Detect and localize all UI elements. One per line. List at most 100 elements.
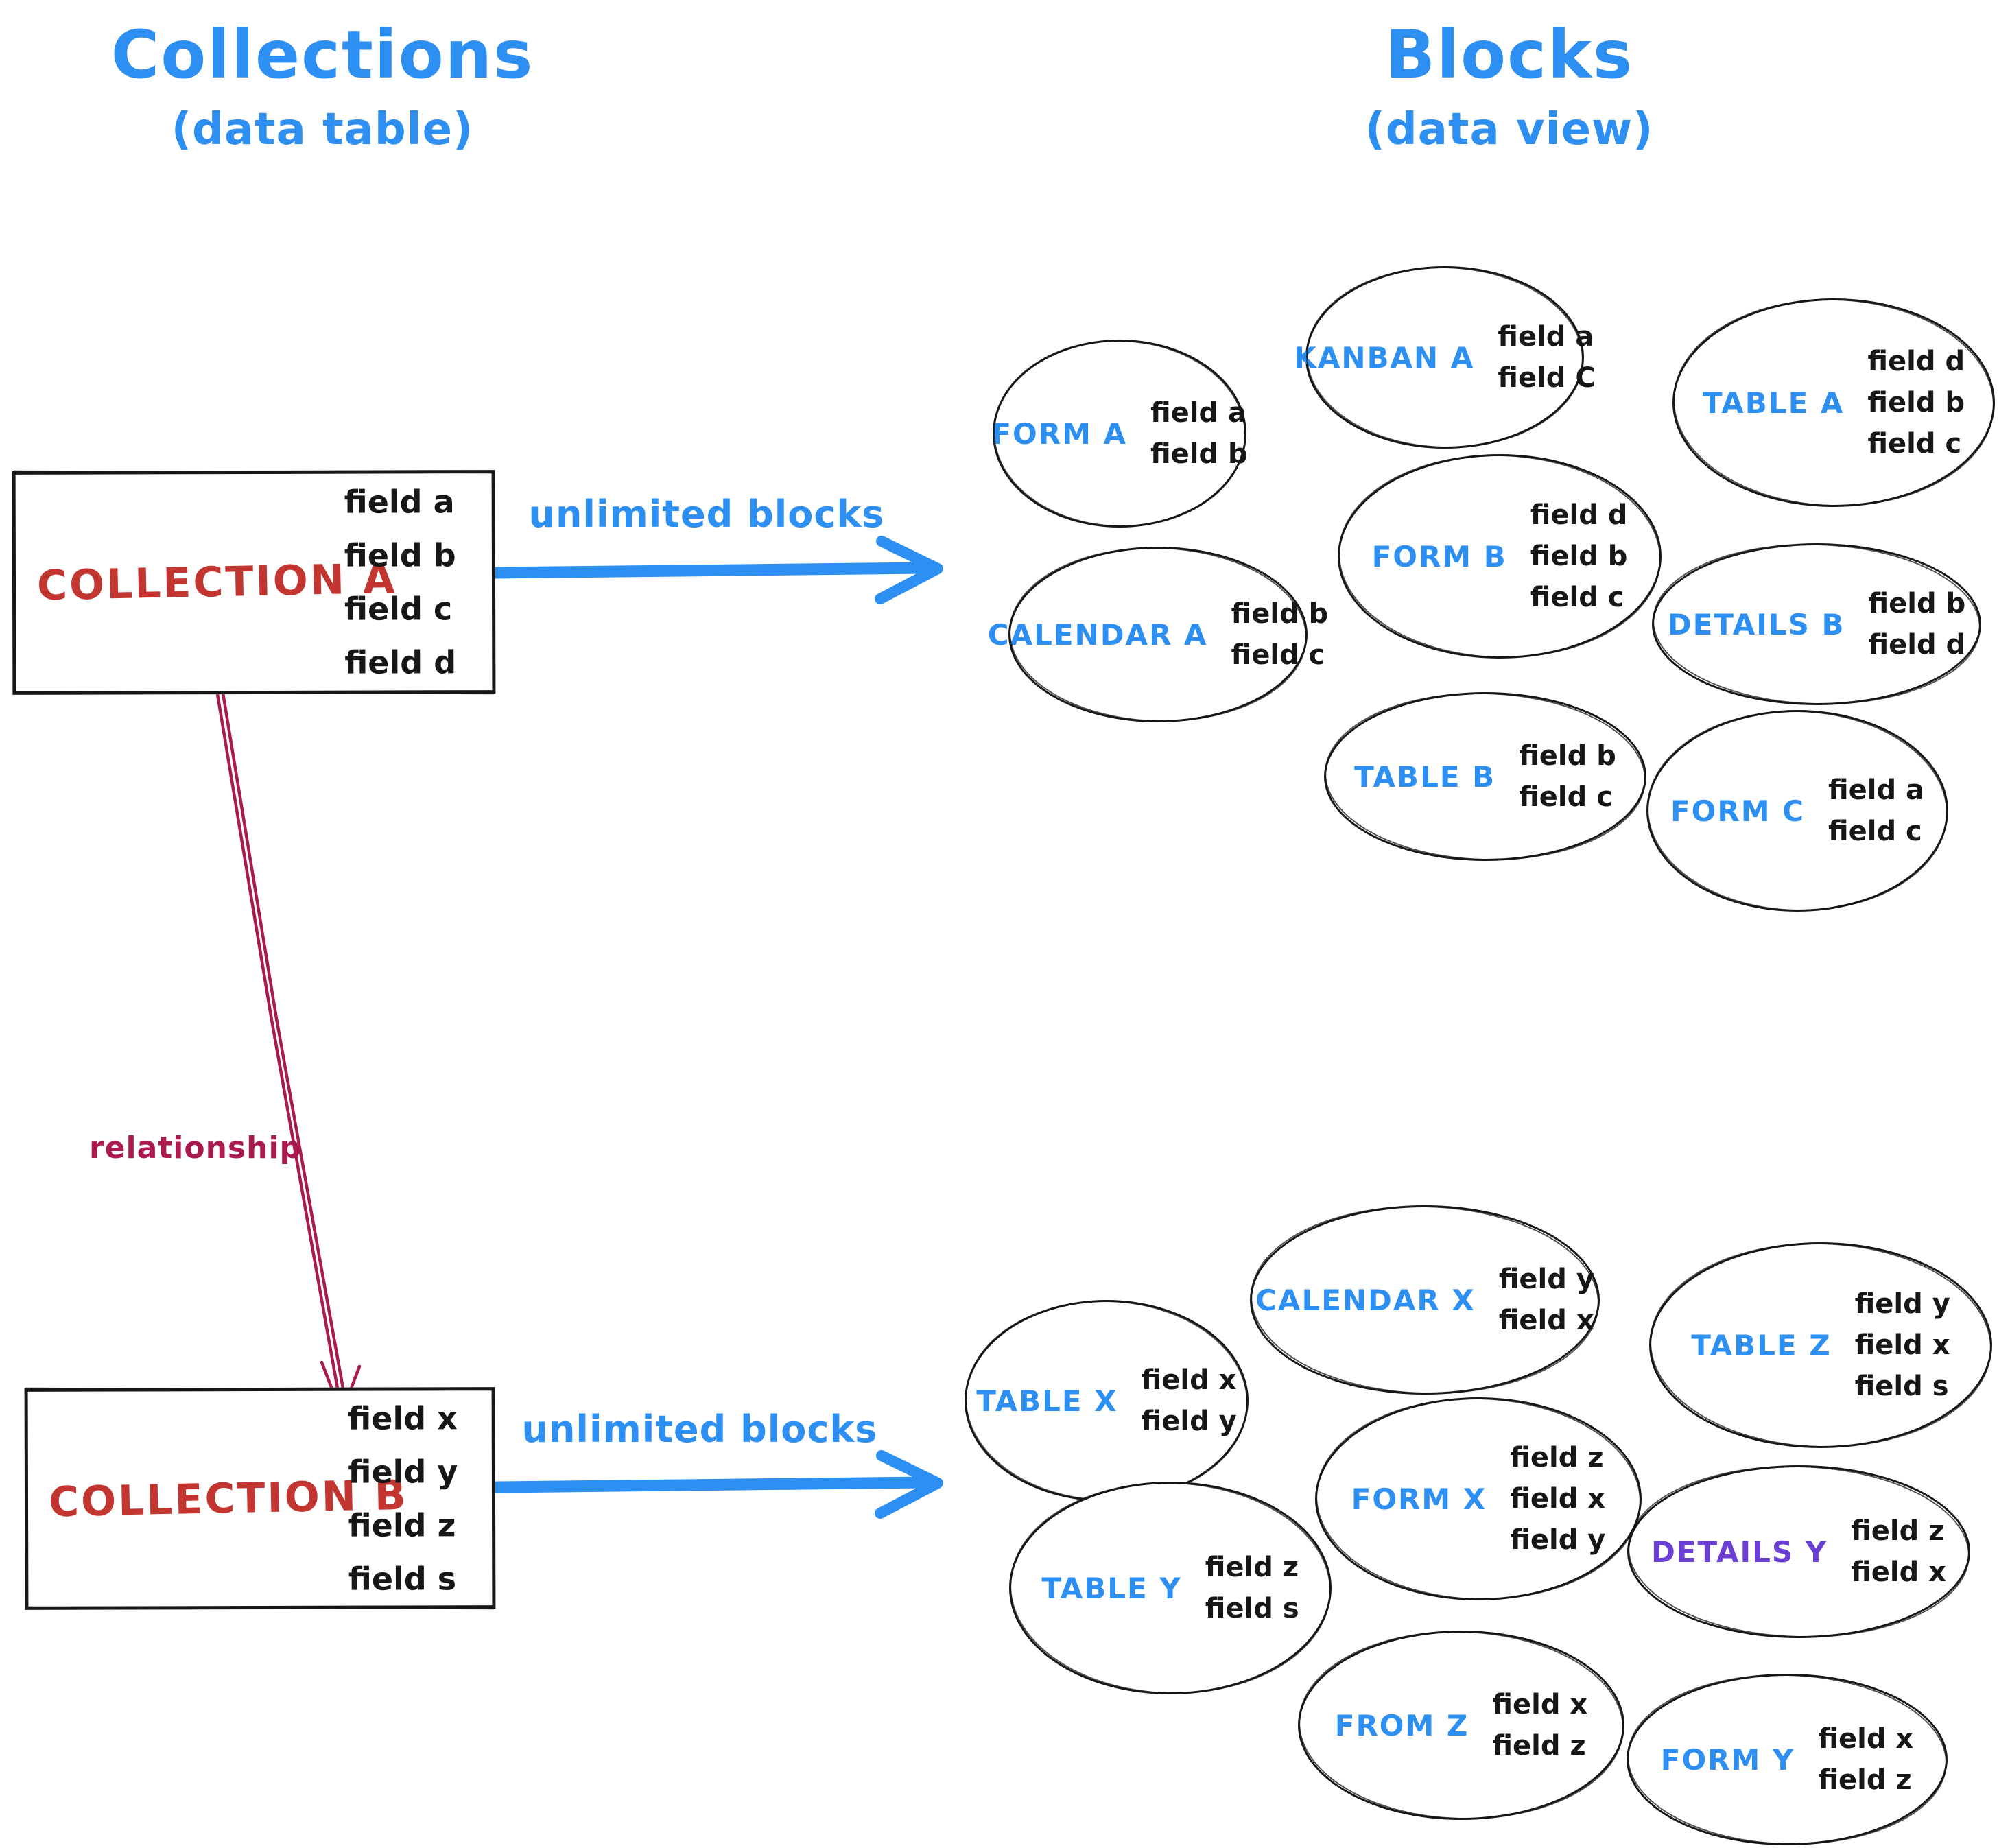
collection-field: field a — [344, 483, 455, 521]
block-fields: field z field x — [1851, 1515, 1946, 1588]
block-fields: field d field b field c — [1867, 346, 1965, 460]
block-field: field d — [1868, 629, 1966, 661]
block-label: TABLE Z — [1691, 1328, 1832, 1362]
collection-a-fields: field a field b field c field d — [344, 483, 456, 680]
block-field: field b — [1868, 588, 1966, 619]
collections-title: Collections — [110, 16, 534, 93]
block-fields: field b field d — [1869, 588, 1966, 661]
block-details-b: DETAILS B field b field d — [1652, 543, 1981, 705]
collection-field: field z — [348, 1506, 456, 1544]
block-from-z: FROM Z field x field z — [1298, 1631, 1624, 1820]
block-field: field c — [1867, 428, 1962, 460]
block-fields: field z field x field y — [1510, 1442, 1605, 1556]
block-calendar-x: CALENDAR X field y field x — [1250, 1205, 1600, 1395]
block-field: field a — [1150, 397, 1247, 429]
block-field: field y — [1510, 1524, 1606, 1556]
block-form-b: FORM B field d field b field c — [1338, 454, 1662, 659]
block-field: field z — [1205, 1552, 1299, 1583]
block-table-x: TABLE X field x field y — [965, 1300, 1249, 1502]
block-label: CALENDAR A — [987, 617, 1208, 652]
block-field: field b — [1231, 598, 1329, 630]
block-field: field x — [1818, 1723, 1914, 1755]
collection-field: field y — [348, 1452, 458, 1491]
unlimited-blocks-label-b: unlimited blocks — [521, 1408, 878, 1451]
block-field: field z — [1492, 1730, 1586, 1762]
block-field: field d — [1867, 346, 1965, 377]
block-label: TABLE B — [1354, 759, 1496, 794]
blocks-title: Blocks — [1385, 16, 1633, 93]
block-label: FORM X — [1351, 1482, 1487, 1516]
block-field: field a — [1828, 774, 1925, 806]
block-field: field b — [1150, 438, 1248, 470]
block-label: TABLE X — [976, 1384, 1118, 1418]
block-label: FROM Z — [1334, 1708, 1469, 1742]
block-table-z: TABLE Z field y field x field s — [1649, 1242, 1992, 1448]
block-field: field x — [1141, 1364, 1237, 1396]
block-form-x: FORM X field z field x field y — [1315, 1397, 1642, 1600]
block-field: field y — [1141, 1406, 1237, 1437]
block-kanban-a: KANBAN A field a field C — [1294, 266, 1596, 449]
block-fields: field b field c — [1231, 598, 1329, 671]
block-fields: field d field b field c — [1530, 499, 1628, 613]
block-form-a: FORM A field a field b — [991, 340, 1248, 528]
block-fields: field a field c — [1828, 774, 1924, 847]
collections-header: Collections (data table) — [103, 16, 542, 154]
block-table-b: TABLE B field b field c — [1324, 692, 1646, 861]
block-field: field C — [1498, 362, 1596, 394]
block-fields: field a field C — [1498, 321, 1595, 394]
block-field: field b — [1867, 387, 1965, 418]
block-field: field z — [1510, 1442, 1604, 1473]
block-details-y: DETAILS Y field z field x — [1627, 1465, 1970, 1638]
block-field: field z — [1818, 1764, 1912, 1796]
block-fields: field y field x field s — [1855, 1288, 1950, 1402]
block-field: field c — [1530, 582, 1624, 613]
block-field: field z — [1851, 1515, 1945, 1547]
blocks-header: Blocks (data view) — [1290, 16, 1729, 155]
collection-a-box: COLLECTION A field a field b field c fie… — [12, 470, 496, 695]
block-fields: field x field y — [1142, 1364, 1237, 1437]
block-fields: field y field x — [1499, 1264, 1594, 1336]
block-field: field s — [1205, 1593, 1299, 1624]
block-table-y: TABLE Y field z field s — [1009, 1482, 1332, 1694]
block-label: FORM C — [1670, 794, 1805, 828]
block-calendar-a: CALENDAR A field b field c — [988, 547, 1328, 722]
block-label: CALENDAR X — [1255, 1283, 1476, 1317]
unlimited-blocks-label-a: unlimited blocks — [528, 493, 885, 536]
unlimited-blocks-arrow-b — [490, 1450, 943, 1519]
block-label: KANBAN A — [1294, 340, 1475, 375]
block-label: FORM Y — [1660, 1742, 1795, 1777]
collection-field: field b — [344, 536, 456, 574]
block-table-a: TABLE A field d field b field c — [1672, 298, 1995, 507]
block-field: field c — [1828, 816, 1922, 847]
block-field: field x — [1498, 1305, 1594, 1336]
block-fields: field x field z — [1492, 1689, 1587, 1762]
block-field: field x — [1854, 1329, 1950, 1361]
collection-b-fields: field x field y field z field s — [348, 1399, 458, 1597]
collection-a-title: COLLECTION A — [36, 554, 398, 611]
blocks-subtitle: (data view) — [1364, 104, 1654, 155]
block-field: field c — [1519, 781, 1613, 813]
block-label: TABLE Y — [1041, 1571, 1182, 1605]
block-field: field x — [1851, 1556, 1946, 1588]
block-field: field y — [1498, 1264, 1594, 1295]
block-field: field c — [1231, 639, 1325, 671]
block-label: DETAILS Y — [1651, 1535, 1828, 1569]
collection-field: field s — [348, 1559, 457, 1598]
block-field: field x — [1510, 1483, 1606, 1515]
collection-field: field c — [344, 590, 453, 628]
block-field: field x — [1492, 1689, 1588, 1720]
block-label: FORM A — [991, 416, 1127, 451]
block-form-y: FORM Y field x field z — [1627, 1674, 1948, 1845]
block-label: FORM B — [1371, 539, 1507, 573]
block-fields: field a field b — [1150, 397, 1248, 470]
collection-field: field x — [348, 1399, 458, 1437]
block-field: field a — [1498, 321, 1594, 353]
block-field: field d — [1530, 499, 1628, 531]
unlimited-blocks-arrow-a — [489, 536, 943, 604]
block-field: field b — [1530, 541, 1628, 572]
block-fields: field b field c — [1519, 740, 1616, 813]
block-fields: field z field s — [1205, 1552, 1299, 1624]
block-form-c: FORM C field a field c — [1646, 710, 1948, 912]
